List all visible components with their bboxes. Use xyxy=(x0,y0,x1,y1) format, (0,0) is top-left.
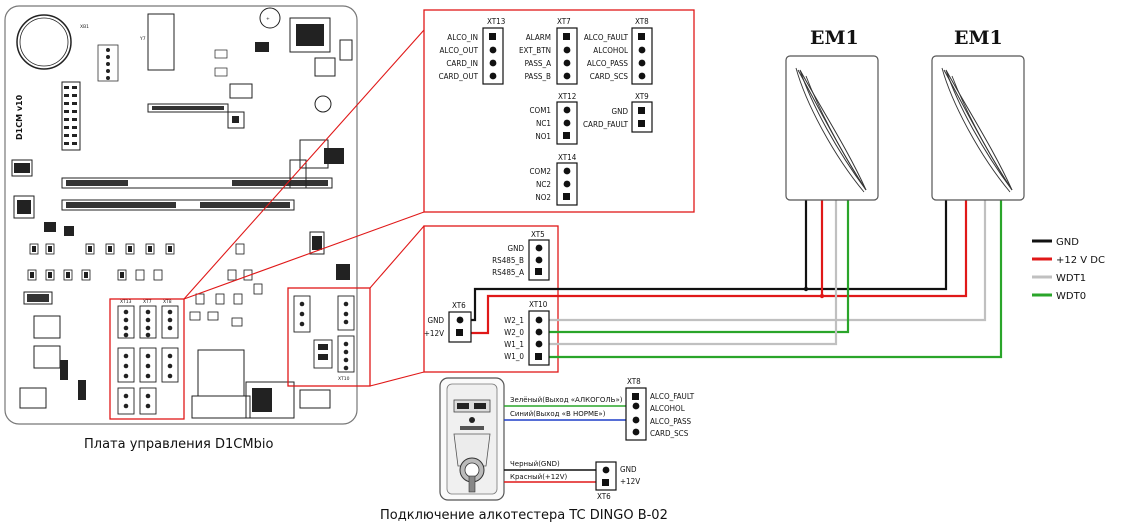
svg-text:ALCO_FAULT: ALCO_FAULT xyxy=(650,392,695,401)
svg-text:XT12: XT12 xyxy=(558,92,576,101)
svg-text:XT7: XT7 xyxy=(143,299,152,305)
svg-text:COM1: COM1 xyxy=(530,106,551,115)
panel-mid-connectors xyxy=(423,225,559,373)
svg-text:Y7: Y7 xyxy=(139,36,146,42)
alcotester-device xyxy=(439,377,505,501)
legend-wdt0: WDT0 xyxy=(1056,291,1086,302)
svg-text:W1_1: W1_1 xyxy=(504,340,524,349)
svg-text:XT5: XT5 xyxy=(531,230,545,239)
svg-text:ALCO_OUT: ALCO_OUT xyxy=(439,46,478,55)
svg-text:NO1: NO1 xyxy=(535,132,551,141)
svg-text:GND: GND xyxy=(507,244,524,253)
svg-text:CARD_IN: CARD_IN xyxy=(446,59,478,68)
svg-text:ALCO_PASS: ALCO_PASS xyxy=(650,417,692,426)
wire-label-green: Зелёный(Выход «АЛКОГОЛЬ») xyxy=(510,396,623,404)
svg-text:GND: GND xyxy=(427,316,444,325)
svg-text:XT6: XT6 xyxy=(597,492,611,501)
leader-line-bottom xyxy=(183,211,425,300)
connector-alco-xt6: GND +12V XT6 xyxy=(595,461,640,501)
svg-text:ALARM: ALARM xyxy=(526,33,551,42)
svg-text:XT14: XT14 xyxy=(558,153,577,162)
wire-label-red: Красный(+12V) xyxy=(510,473,567,481)
alcotester-wires xyxy=(504,405,636,483)
wire-label-blue: Синий(Выход «В НОРМЕ») xyxy=(510,410,606,418)
svg-text:XT10: XT10 xyxy=(338,376,350,382)
svg-text:PASS_A: PASS_A xyxy=(525,59,551,68)
svg-text:NC1: NC1 xyxy=(536,119,551,128)
connector-xt9: XT9 GND CARD_FAULT xyxy=(583,92,653,133)
svg-text:EXT_BTN: EXT_BTN xyxy=(519,46,551,55)
connector-xt5: XT5 GND RS485_B RS485_A xyxy=(492,230,550,281)
svg-text:XT13: XT13 xyxy=(120,299,132,305)
svg-text:XT8: XT8 xyxy=(635,17,649,26)
connector-xt10: XT10 W2_1 W2_0 W1_1 W1_0 xyxy=(504,300,550,366)
svg-text:RS485_B: RS485_B xyxy=(492,256,524,265)
legend: GND +12 V DC WDT1 WDT0 xyxy=(1032,237,1105,302)
svg-text:+12V: +12V xyxy=(424,329,444,338)
legend-wdt1: WDT1 xyxy=(1056,273,1086,284)
svg-text:CARD_OUT: CARD_OUT xyxy=(439,72,479,81)
svg-text:ALCOHOL: ALCOHOL xyxy=(650,404,685,413)
svg-text:+: + xyxy=(266,16,270,22)
svg-text:XT9: XT9 xyxy=(635,92,649,101)
svg-text:NO2: NO2 xyxy=(535,193,551,202)
wire-junctions xyxy=(803,286,825,299)
connector-alco-xt8: XT8 ALCO_FAULT ALCOHOL ALCO_PASS CARD_SC… xyxy=(625,377,695,441)
svg-text:XT8: XT8 xyxy=(163,299,172,305)
svg-text:+12V: +12V xyxy=(620,477,640,486)
svg-text:ALCO_PASS: ALCO_PASS xyxy=(587,59,629,68)
leader-line-right-top xyxy=(369,225,425,289)
wire-label-black: Черный(GND) xyxy=(510,460,560,468)
svg-text:XT13: XT13 xyxy=(487,17,505,26)
svg-text:XT8: XT8 xyxy=(627,377,641,386)
control-board: XB1 D1CM v10 Y7 + xyxy=(4,5,371,425)
svg-text:RS485_A: RS485_A xyxy=(492,268,524,277)
connector-xt8: XT8 ALCO_FAULT ALCOHOL ALCO_PASS CARD_SC… xyxy=(584,17,653,85)
svg-text:CARD_SCS: CARD_SCS xyxy=(590,72,629,81)
reader-2: EM1 xyxy=(931,27,1025,201)
legend-12v: +12 V DC xyxy=(1056,255,1105,266)
svg-text:W2_0: W2_0 xyxy=(504,328,524,337)
legend-gnd: GND xyxy=(1056,237,1079,248)
connector-xt12: XT12 COM1 NC1 NO1 xyxy=(530,92,578,145)
board-silk-vertical: D1CM v10 xyxy=(15,94,24,140)
leader-line-right-bottom xyxy=(369,371,425,387)
svg-text:COM2: COM2 xyxy=(530,167,551,176)
highlight-right xyxy=(287,287,371,387)
svg-text:GND: GND xyxy=(611,107,628,116)
caption-alcotester: Подключение алкотестера TC DINGO B-02 xyxy=(380,508,668,523)
svg-text:W2_1: W2_1 xyxy=(504,316,524,325)
svg-text:ALCO_FAULT: ALCO_FAULT xyxy=(584,33,629,42)
connector-xt14: XT14 COM2 NC2 NO2 xyxy=(530,153,578,206)
reader-1: EM1 xyxy=(785,27,879,201)
svg-text:ALCO_IN: ALCO_IN xyxy=(447,33,478,42)
svg-text:XT6: XT6 xyxy=(452,301,466,310)
svg-text:XB1: XB1 xyxy=(80,24,89,30)
svg-text:NC2: NC2 xyxy=(536,180,551,189)
svg-text:W1_0: W1_0 xyxy=(504,352,524,361)
leader-line-top xyxy=(183,29,425,300)
panel-top-connectors xyxy=(423,9,695,213)
connector-xt13: XT13 ALCO_IN ALCO_OUT CARD_IN CARD_OUT xyxy=(439,17,505,85)
connector-xt6: XT6 GND +12V xyxy=(424,301,472,343)
connector-xt7: XT7 ALARM EXT_BTN PASS_A PASS_B xyxy=(519,17,578,85)
svg-text:ALCOHOL: ALCOHOL xyxy=(593,46,628,55)
reader-1-label: EM1 xyxy=(810,27,859,49)
svg-text:CARD_FAULT: CARD_FAULT xyxy=(583,120,629,129)
svg-text:XT7: XT7 xyxy=(557,17,571,26)
caption-board: Плата управления D1CMbio xyxy=(84,437,273,452)
svg-text:PASS_B: PASS_B xyxy=(525,72,551,81)
reader-2-label: EM1 xyxy=(954,27,1003,49)
svg-text:GND: GND xyxy=(620,465,637,474)
svg-text:CARD_SCS: CARD_SCS xyxy=(650,429,689,438)
svg-text:XT10: XT10 xyxy=(529,300,548,309)
highlight-left xyxy=(109,298,185,420)
